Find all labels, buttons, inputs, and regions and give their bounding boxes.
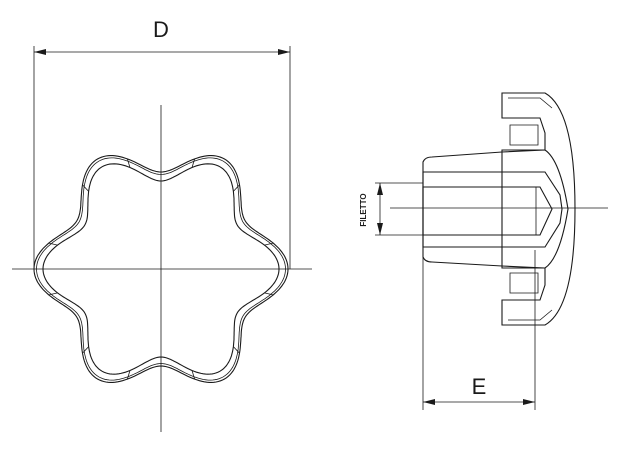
knob-inner-profile: [42, 163, 280, 375]
seam-line: [233, 184, 240, 192]
e-dimension-label: E: [472, 374, 487, 399]
boss-section: [422, 149, 569, 269]
flange-section: [501, 92, 576, 326]
front-view: D: [12, 17, 312, 432]
seam-line: [126, 158, 131, 168]
seam-line: [191, 158, 196, 168]
seam-line: [191, 370, 196, 380]
flange-inner-edges: [508, 97, 553, 321]
seam-line: [264, 242, 274, 246]
knob-seam-lines: [48, 158, 274, 380]
knob-chamfer-profile: [36, 157, 286, 381]
seam-line: [82, 346, 89, 354]
seam-line: [82, 184, 89, 192]
knob-outer-profile: [33, 155, 289, 383]
seam-line: [48, 242, 58, 246]
thread-label: FILETTO: [359, 193, 368, 226]
threaded-bore: [422, 186, 553, 236]
d-dimension-label: D: [153, 17, 169, 42]
seam-line: [126, 370, 131, 380]
seam-line: [48, 292, 58, 296]
seam-line: [233, 346, 240, 354]
seam-line: [264, 292, 274, 296]
threaded-insert-section: [422, 171, 563, 248]
side-section-view: FILETTO E: [359, 92, 608, 410]
